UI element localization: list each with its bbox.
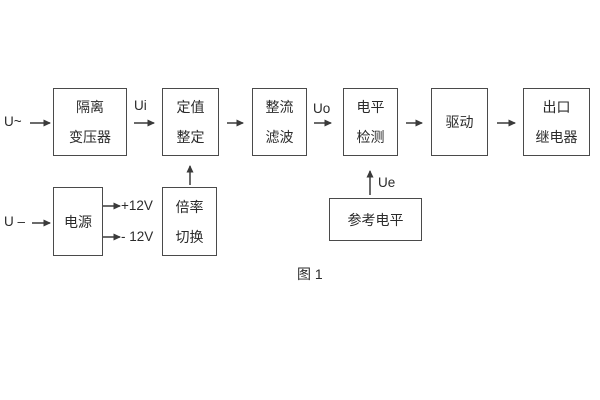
block-level-detect: 电平 检测 [343,88,398,156]
block-drive: 驱动 [431,88,488,156]
label-minus-12v: - 12V [121,229,154,244]
label-uo: Uo [313,101,331,116]
block-output-relay: 出口 继电器 [523,88,590,156]
figure-caption: 图 1 [297,266,323,282]
block-setting-adjust: 定值 整定 [162,88,219,156]
block-power-supply: 电源 [53,187,103,256]
block-reference-level: 参考电平 [329,198,422,241]
label-ui: Ui [134,98,147,113]
label-ac-input: U~ [4,114,22,129]
block-isolation-transformer: 隔离 变压器 [53,88,127,156]
block-rectifier-filter: 整流 滤波 [252,88,307,156]
label-plus-12v: +12V [121,198,153,213]
block-multiplier-switch: 倍率 切换 [162,187,217,256]
label-ue: Ue [378,175,396,190]
label-dc-input: U – [4,214,26,229]
